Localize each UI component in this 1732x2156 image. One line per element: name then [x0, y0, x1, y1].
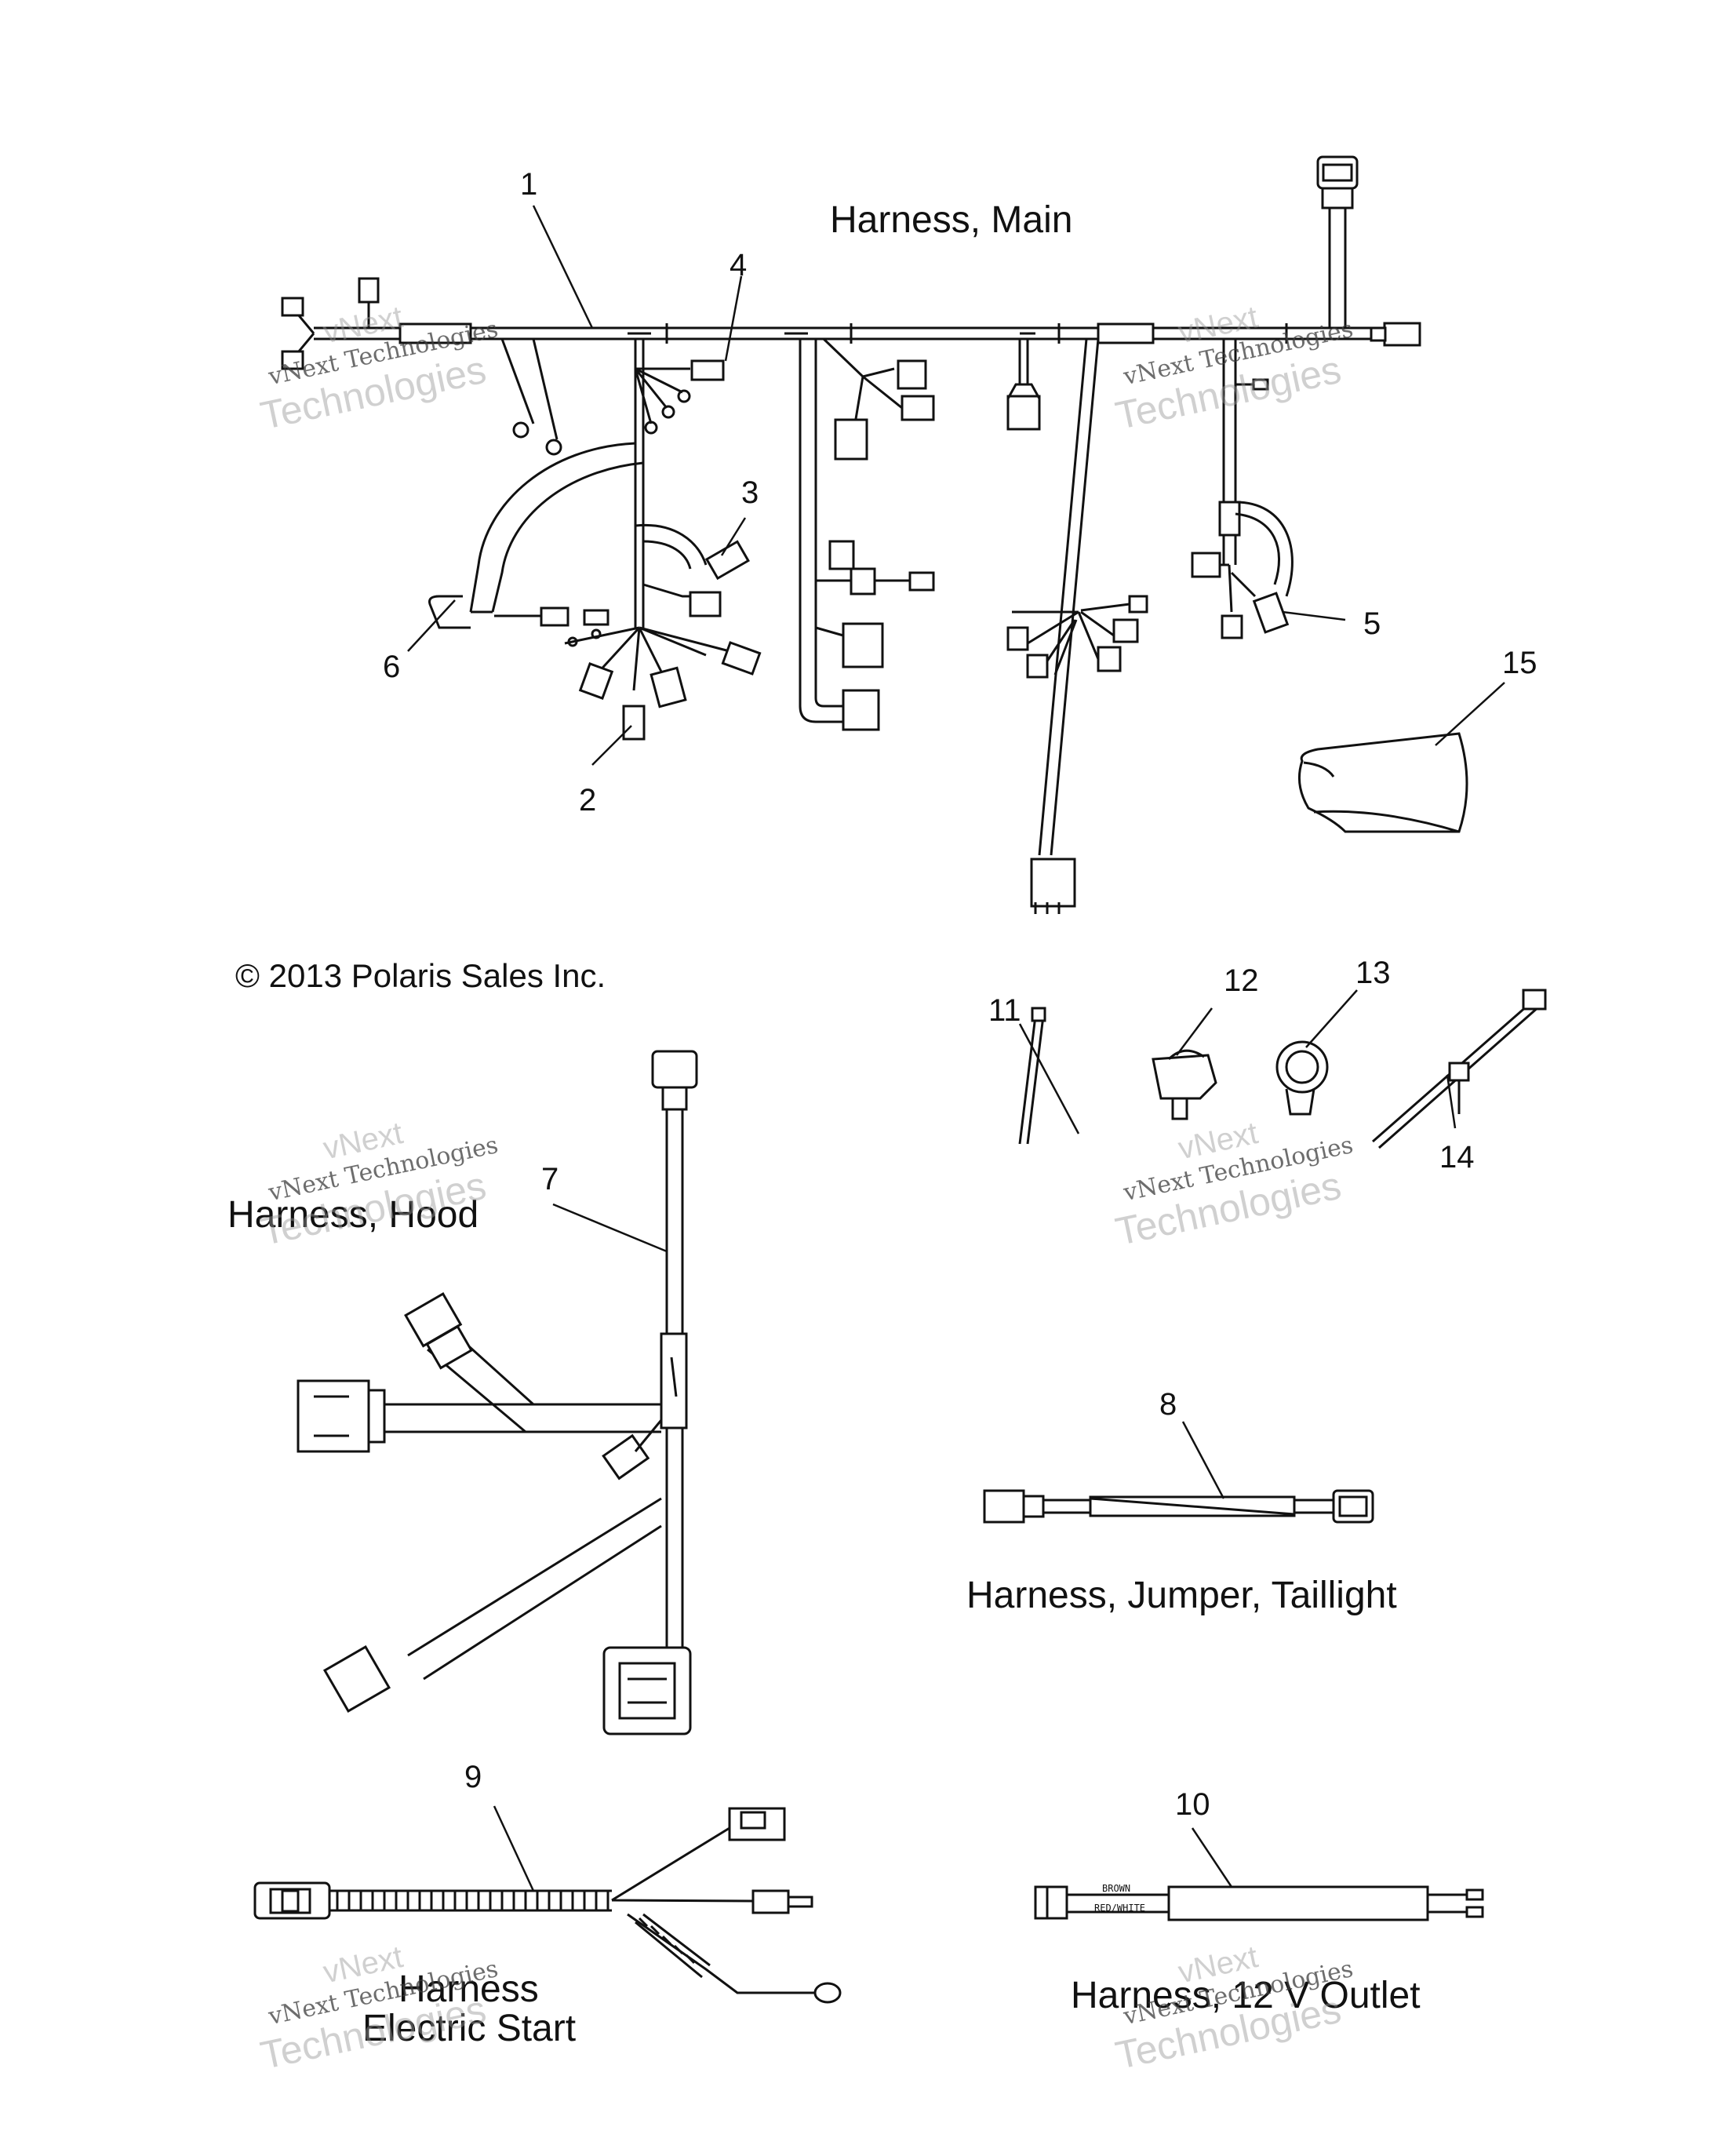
callout-11: 11	[988, 993, 1021, 1028]
title-harness-main: Harness, Main	[830, 199, 1073, 241]
callout-14: 14	[1439, 1140, 1475, 1175]
callout-8: 8	[1159, 1387, 1177, 1422]
title-harness-hood: Harness, Hood	[227, 1194, 479, 1236]
callout-5: 5	[1363, 606, 1381, 641]
12v-outlet-harness	[1034, 1885, 1484, 1921]
title-harness-jumper-taillight: Harness, Jumper, Taillight	[966, 1575, 1397, 1616]
electric-start-harness	[253, 1807, 842, 2004]
taillight-jumper-harness	[983, 1489, 1374, 1524]
wire-label-red-white: RED/WHITE	[1094, 1903, 1146, 1914]
callout-1: 1	[520, 167, 538, 202]
callout-12: 12	[1224, 963, 1259, 998]
callout-2: 2	[579, 783, 597, 818]
callout-9: 9	[464, 1760, 482, 1794]
callout-10: 10	[1175, 1787, 1210, 1822]
callout-6: 6	[383, 650, 401, 684]
hood-harness	[297, 1050, 698, 1735]
callout-3: 3	[741, 475, 759, 510]
callout-4: 4	[730, 248, 748, 282]
cable-ties-and-clips	[1018, 989, 1547, 1149]
callout-7: 7	[541, 1162, 559, 1196]
title-harness-12v-outlet: Harness, 12 V Outlet	[1071, 1975, 1421, 2016]
copyright-notice: © 2013 Polaris Sales Inc.	[235, 957, 606, 994]
main-harness	[281, 155, 1421, 914]
callout-15: 15	[1502, 646, 1537, 680]
wire-label-brown: BROWN	[1102, 1883, 1131, 1894]
callout-leader-lines	[407, 205, 1505, 1892]
callout-13: 13	[1355, 956, 1391, 990]
protective-sleeve-15	[1297, 732, 1468, 833]
title-harness-electric-start-line1: Harness	[398, 1968, 539, 2010]
title-harness-electric-start-line2: Electric Start	[362, 2008, 577, 2049]
